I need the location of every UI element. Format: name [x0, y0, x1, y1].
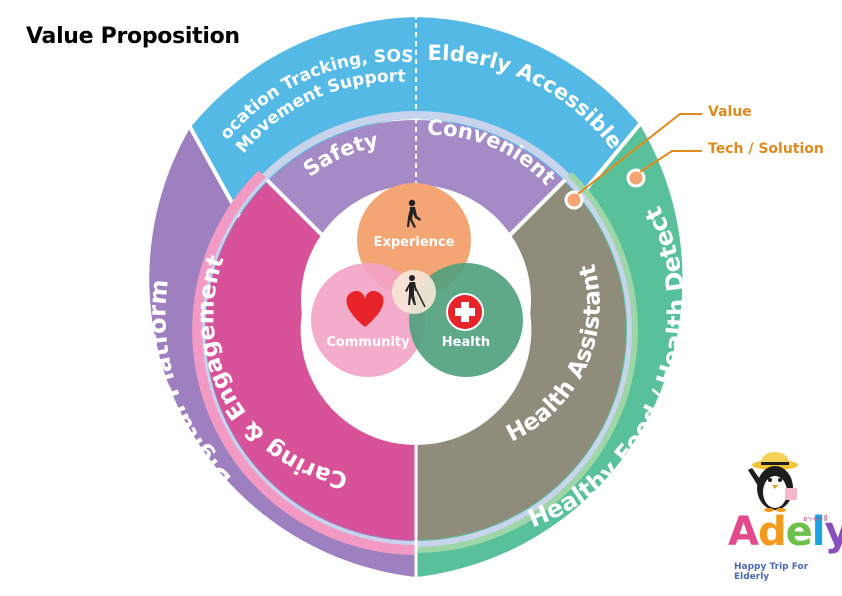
inner-sector-caring	[205, 181, 416, 540]
caring-border	[192, 170, 417, 555]
adely-wordmark: Adely	[728, 509, 842, 555]
legend-tech: Tech / Solution	[708, 141, 824, 157]
health-cross-icon	[446, 293, 484, 331]
walking-person-icon	[407, 199, 421, 228]
heart-icon	[346, 290, 384, 327]
health-border	[415, 171, 638, 553]
outer-sector-elderly-accessible	[416, 17, 640, 205]
inner-sector-health-assistant	[416, 181, 627, 540]
logo-tagline: Happy Trip For Elderly	[734, 562, 809, 582]
health-label: Health	[442, 335, 490, 350]
blind-person-icon	[405, 275, 426, 308]
legend-value-connector	[564, 113, 702, 210]
community-label: Community	[326, 335, 410, 350]
adely-mascot-logo	[748, 452, 798, 512]
page-title: Value Proposition	[26, 24, 240, 49]
legend-tech-connector	[626, 150, 702, 188]
legend-value: Value	[708, 104, 752, 120]
outer-sector-tech-safety	[190, 17, 416, 227]
experience-label: Experience	[374, 235, 455, 250]
logo-thai-text: ฮา-เด-ลี่	[803, 515, 828, 523]
